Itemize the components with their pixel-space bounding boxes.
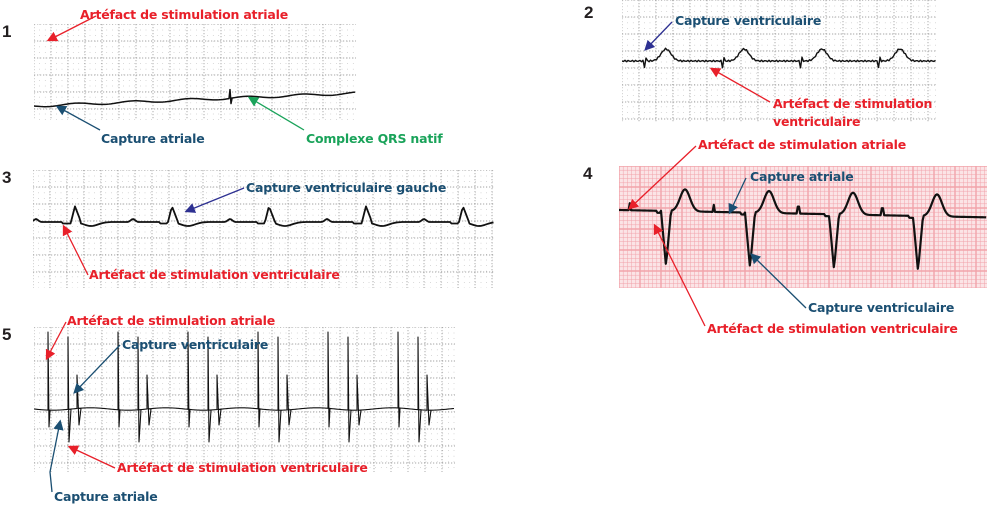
ecg-grid [622,0,936,123]
panel-3-number: 3 [2,168,12,187]
ecg-strip-4 [619,166,987,288]
p1-label-native-qrs: Complexe QRS natif [306,131,443,146]
panel-4-number: 4 [583,164,593,183]
p5-label-atrial-capture: Capture atriale [54,489,158,504]
p4-label-ventricular-artifact: Artéfact de stimulation ventriculaire [707,321,958,336]
panel-2-number: 2 [584,3,594,22]
p2-label-ventricular-artifact-line2: ventriculaire [773,114,861,129]
ecg-strip-2 [622,0,936,123]
p4-label-atrial-artifact: Artéfact de stimulation atriale [698,137,906,152]
p1-label-atrial-artifact: Artéfact de stimulation atriale [80,7,288,22]
p5-label-ventricular-capture: Capture ventriculaire [122,337,269,352]
ecg-grid [33,170,495,288]
ecg-trace [622,47,936,69]
ecg-trace [33,205,494,227]
ecg-strip-1 [34,24,356,120]
p2-label-ventricular-capture: Capture ventriculaire [675,13,822,28]
p2-label-ventricular-artifact-line1: Artéfact de stimulation [773,96,933,111]
p5-label-ventricular-artifact: Artéfact de stimulation ventriculaire [117,460,368,475]
p5-label-atrial-artifact: Artéfact de stimulation atriale [67,313,275,328]
panel-1-number: 1 [2,22,12,41]
ecg-strip-3 [33,170,495,288]
p4-label-ventricular-capture: Capture ventriculaire [808,300,955,315]
p3-label-ventricular-artifact: Artéfact de stimulation ventriculaire [89,267,340,282]
p1-label-atrial-capture: Capture atriale [101,131,205,146]
panel-5-number: 5 [2,325,12,344]
ecg-grid [619,166,987,288]
p4-label-atrial-capture: Capture atriale [750,169,854,184]
ecg-trace [34,331,455,443]
p3-label-lv-capture: Capture ventriculaire gauche [246,180,447,195]
ecg-grid [34,24,356,120]
ecg-trace [34,88,356,108]
